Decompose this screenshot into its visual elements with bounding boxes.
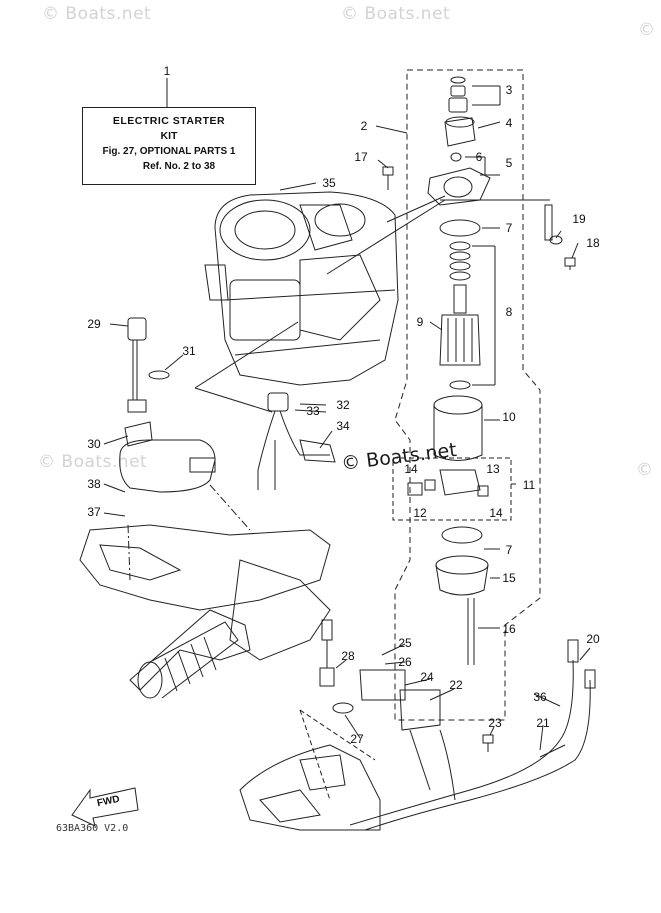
part-number: 19 [572, 212, 586, 226]
watermark-top-center: © Boats.net [341, 4, 451, 24]
part-number: 30 [87, 437, 101, 451]
part-number: 27 [350, 732, 364, 746]
kit-ref-range: Ref. No. 2 to 38 [142, 161, 216, 172]
part-number: 26 [398, 655, 412, 669]
part-number: 32 [336, 398, 350, 412]
part-number: 11 [522, 478, 536, 492]
part-number: 25 [398, 636, 412, 650]
part-number: 17 [354, 150, 368, 164]
part-number: 3 [505, 83, 513, 97]
watermark-mid-right: © [636, 460, 654, 480]
part-number: 20 [586, 632, 600, 646]
fwd-arrow [71, 787, 139, 827]
part-number: 15 [502, 571, 516, 585]
part-number: 7 [505, 221, 513, 235]
part-number: 24 [420, 670, 434, 684]
kit-subtitle: KIT [160, 130, 178, 142]
part-number: 2 [360, 119, 368, 133]
part-number: 5 [505, 156, 513, 170]
part-number: 23 [488, 716, 502, 730]
part-number: 33 [306, 404, 320, 418]
part-number: 6 [475, 150, 483, 164]
part-number: 12 [413, 506, 427, 520]
kit-figure-ref: Fig. 27, OPTIONAL PARTS 1 [102, 146, 236, 157]
part-number: 14 [489, 506, 503, 520]
part-number: 35 [322, 176, 336, 190]
part-number: 10 [502, 410, 516, 424]
part-number: 28 [341, 649, 355, 663]
watermark-top-right: © [638, 20, 656, 40]
part-number: 13 [486, 462, 500, 476]
part-number: 21 [536, 716, 550, 730]
part-number: 4 [505, 116, 513, 130]
part-number: 18 [586, 236, 600, 250]
part-number: 31 [182, 344, 196, 358]
part-number: 7 [505, 543, 513, 557]
part-number: 1 [163, 64, 171, 78]
part-number: 36 [533, 690, 547, 704]
part-number: 34 [336, 419, 350, 433]
drawing-code: 63BA360 V2.0 [56, 823, 129, 834]
kit-title: ELECTRIC STARTER [112, 115, 226, 127]
part-number: 37 [87, 505, 101, 519]
part-number: 14 [404, 462, 418, 476]
part-number: 9 [416, 315, 424, 329]
kit-info-box: ELECTRIC STARTER KIT Fig. 27, OPTIONAL P… [82, 107, 256, 185]
watermark-top-left: © Boats.net [42, 4, 152, 24]
part-number: 38 [87, 477, 101, 491]
part-number: 22 [449, 678, 463, 692]
part-number: 16 [502, 622, 516, 636]
part-number: 8 [505, 305, 513, 319]
part-number: 29 [87, 317, 101, 331]
